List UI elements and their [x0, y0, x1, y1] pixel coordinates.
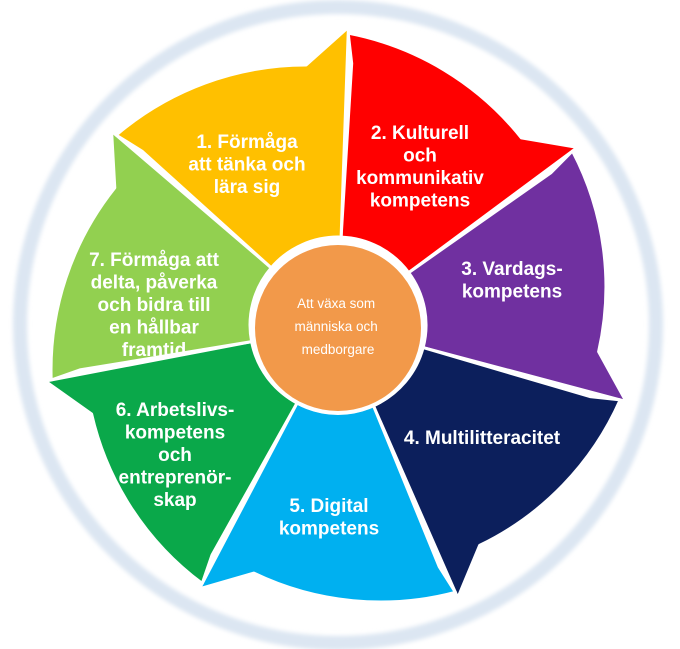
segment-1-label-line: att tänka och — [188, 155, 305, 176]
segment-7 — [114, 25, 350, 270]
segments-layer — [43, 25, 628, 604]
center-circle — [251, 241, 425, 415]
segment-2-label-line: 2. Kulturell — [371, 123, 469, 144]
segment-6 — [49, 129, 273, 382]
segment-3-label-line: kompetens — [462, 282, 562, 303]
segment-6-label-line: skap — [153, 490, 196, 511]
segment-1-label-line: lära sig — [214, 177, 281, 198]
center-label-line-3: medborgare — [302, 342, 375, 357]
segment-7-label-line: en hållbar — [109, 318, 199, 339]
segment-6-label-line: och — [158, 445, 192, 466]
segment-3-label-line: 3. Vardags- — [461, 259, 562, 280]
segment-2 — [407, 149, 628, 403]
segment-7-label-line: delta, påverka — [91, 273, 218, 294]
segment-4-label-line: 4. Multilitteracitet — [404, 428, 561, 449]
segment-7-label-line: framtid — [122, 340, 186, 361]
segment-6-label-line: kompetens — [125, 423, 225, 444]
center-node: Att växa som människa och medborgare — [251, 241, 425, 415]
outer-ring — [13, 0, 663, 649]
segment-2-label-line: kompetens — [370, 191, 470, 212]
segment-2-label-line: kommunikativ — [356, 168, 484, 189]
segment-6-label-line: 6. Arbetslivs- — [116, 400, 235, 421]
segment-5-label-line: kompetens — [279, 519, 379, 540]
center-label-line-1: Att växa som — [297, 296, 375, 311]
segment-1-label-line: 1. Förmåga — [196, 132, 298, 153]
segment-6-label-line: entreprenör- — [119, 468, 232, 489]
segment-2-label-line: och — [403, 146, 437, 167]
segment-4-label: 4. Multilitteracitet — [404, 428, 561, 449]
segment-3-label: 3. Vardags-kompetens — [461, 259, 562, 303]
segment-1 — [339, 31, 579, 275]
segment-7-label-line: 7. Förmåga att — [89, 250, 220, 271]
segment-5-label-line: 5. Digital — [289, 496, 368, 517]
center-label-line-2: människa och — [294, 319, 377, 334]
segment-7-label-line: och bidra till — [98, 295, 211, 316]
center-label: Att växa som människa och medborgare — [294, 296, 381, 357]
